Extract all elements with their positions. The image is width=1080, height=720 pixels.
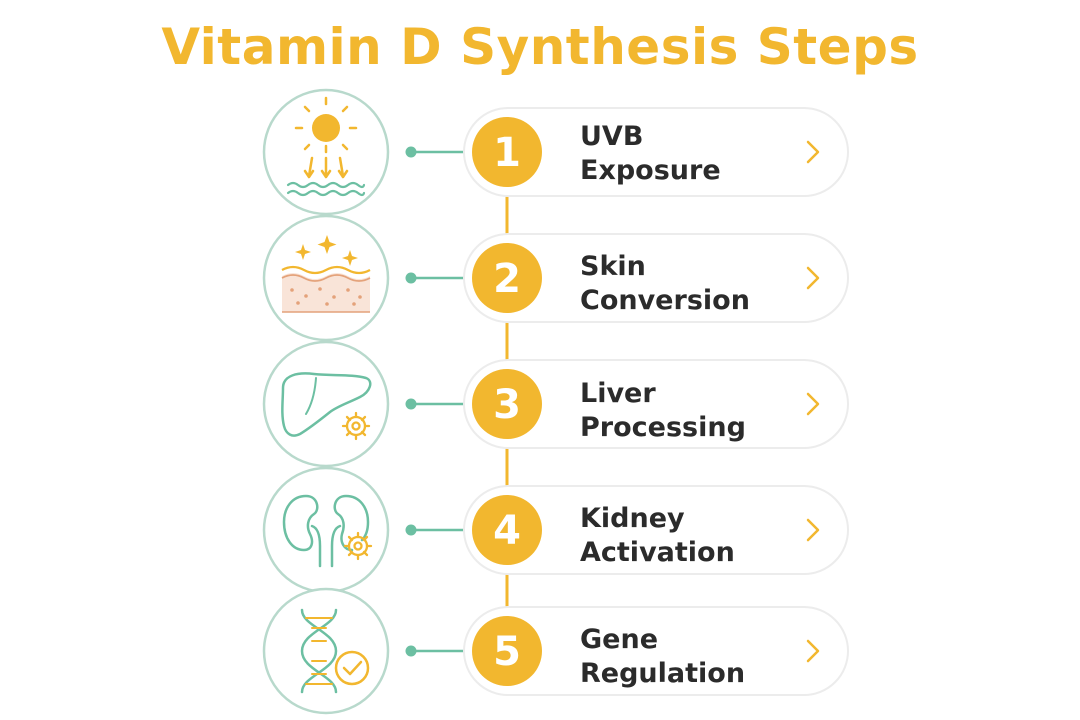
chevron-right-icon[interactable] [806, 392, 820, 416]
kidney-gear-icon [282, 494, 373, 568]
step-title-line1: Liver [580, 378, 656, 409]
dna-check-icon [300, 608, 370, 694]
step-4: 4 Kidney Activation [262, 466, 849, 594]
step-card[interactable] [463, 107, 849, 197]
step-number: 5 [493, 629, 521, 675]
step-number-badge [472, 117, 542, 187]
sun-rays-icon [286, 96, 366, 197]
connector-dot [405, 272, 417, 284]
step-card[interactable] [463, 359, 849, 449]
step-title-line2: Activation [580, 537, 735, 568]
skin-layer-icon [281, 235, 371, 313]
step-title-line1: Kidney [580, 503, 685, 534]
connector-dot [405, 398, 417, 410]
step-number: 1 [493, 130, 521, 176]
icon-circle [262, 587, 390, 715]
step-5: 5 Gene Regulation [262, 587, 849, 715]
connector-dot [405, 645, 417, 657]
step-number-badge [472, 495, 542, 565]
chevron-right-icon[interactable] [806, 266, 820, 290]
step-number-badge [472, 616, 542, 686]
connector-dot [405, 524, 417, 536]
step-title-line1: Gene [580, 624, 658, 655]
step-1: 1 UVB Exposure [262, 88, 849, 216]
step-title-line2: Conversion [580, 285, 750, 316]
step-number-badge [472, 369, 542, 439]
chevron-right-icon[interactable] [806, 140, 820, 164]
step-2: 2 Skin Conversion [262, 214, 849, 342]
page-title: Vitamin D Synthesis Steps [161, 18, 919, 76]
connector-dot [405, 146, 417, 158]
step-3: 3 Liver Processing [262, 340, 849, 468]
chevron-right-icon[interactable] [806, 639, 820, 663]
step-card[interactable] [463, 233, 849, 323]
chevron-right-icon[interactable] [806, 518, 820, 542]
step-card[interactable] [463, 485, 849, 575]
step-number: 2 [493, 256, 521, 302]
step-number-badge [472, 243, 542, 313]
step-title-line1: Skin [580, 251, 646, 282]
liver-gear-icon [281, 372, 372, 441]
step-title-line2: Exposure [580, 155, 721, 186]
step-title-line2: Regulation [580, 658, 745, 689]
step-card[interactable] [463, 606, 849, 696]
step-number: 3 [493, 382, 521, 428]
step-title-line1: UVB [580, 121, 643, 152]
step-number: 4 [493, 508, 521, 554]
icon-circle [262, 466, 390, 594]
step-title-line2: Processing [580, 412, 746, 443]
